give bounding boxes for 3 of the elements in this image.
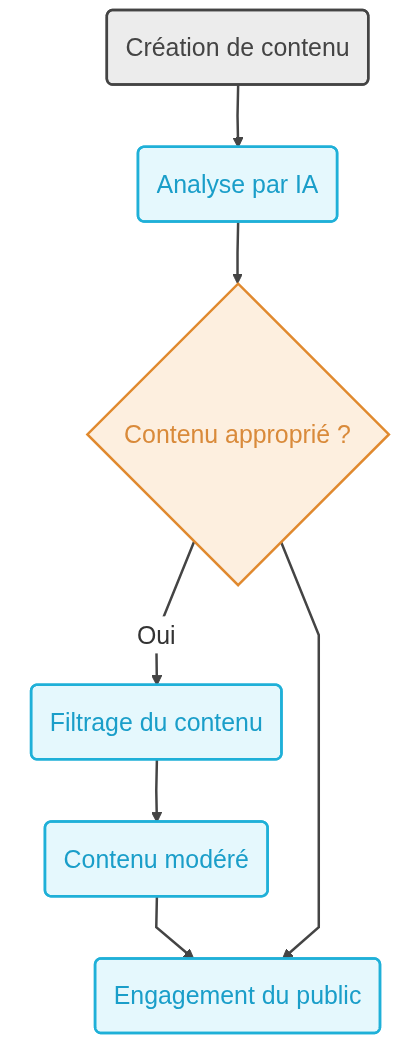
edge-label: Oui [136,621,176,649]
node-diamond: Contenu approprié ? [85,281,391,587]
arrow [232,222,243,285]
